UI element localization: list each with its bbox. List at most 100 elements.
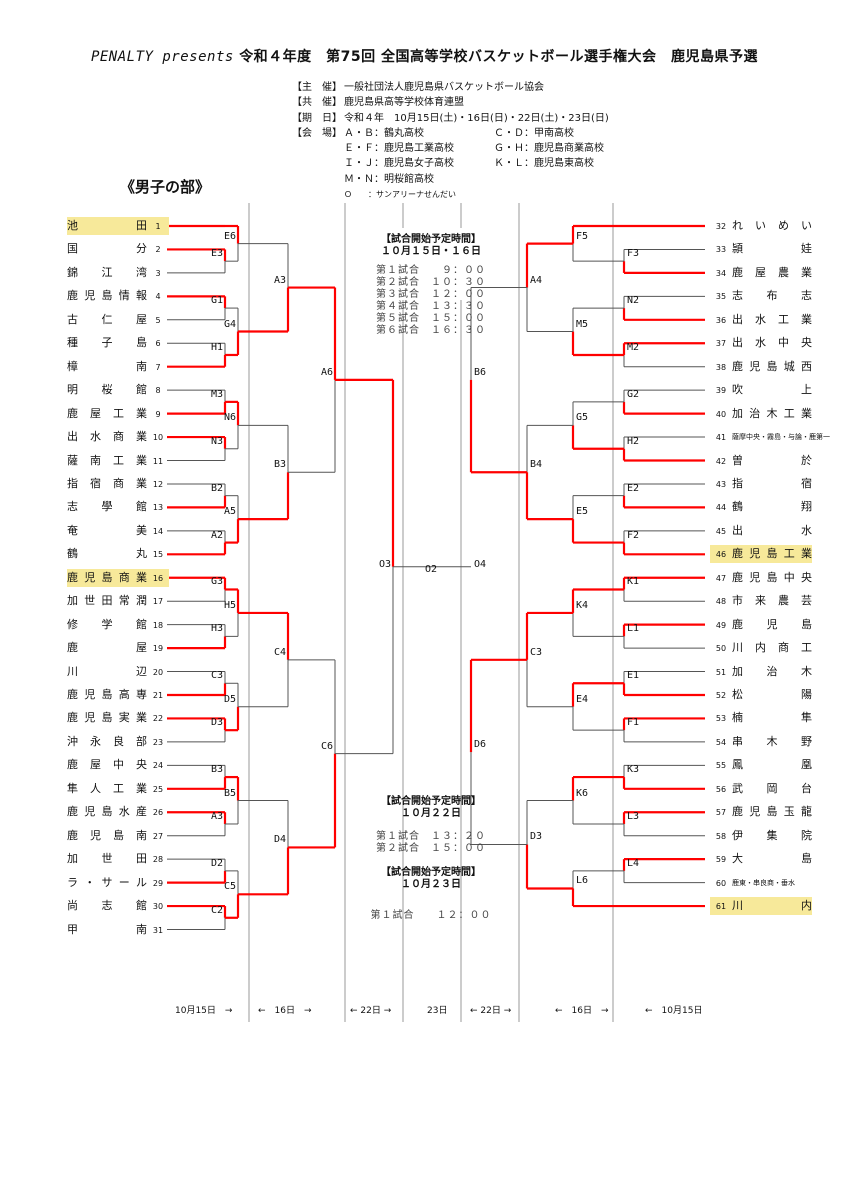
team-name: 樟南 — [67, 359, 147, 373]
match-code: M2 — [627, 341, 640, 353]
seed-number: 12 — [152, 479, 164, 489]
team-name: 錦江湾 — [67, 265, 147, 279]
seed-number: 21 — [152, 691, 164, 700]
seed-number: 46 — [715, 550, 727, 560]
date-range-label: ← 16日 → — [555, 1006, 609, 1016]
schedule-day1: 【試合開始予定時間】 １０月１５日・１６日 第１試合 ９：００ 第２試合 １０：… — [356, 234, 506, 337]
match-code: E2 — [627, 482, 640, 494]
team-name: 出水商業 — [67, 430, 147, 444]
match-code: D3 — [530, 831, 543, 843]
venue: Ｋ・Ｌ：鹿児島東高校 — [494, 158, 594, 170]
match-code: L1 — [627, 623, 640, 635]
game-time: 第２試合 １５：００ — [376, 843, 486, 854]
match-code: B3 — [210, 764, 223, 776]
match-code: A2 — [210, 529, 223, 541]
seed-number: 9 — [155, 409, 161, 419]
match-code: D4 — [273, 834, 286, 846]
seed-number: 33 — [715, 245, 727, 255]
seed-number: 19 — [152, 644, 164, 654]
schedule-date: １０月１５日・１６日 — [381, 245, 481, 257]
seed-number: 42 — [715, 456, 727, 466]
venue: Ｏ ：サンアリーナせんだい — [344, 190, 456, 200]
venue-label: 【会 場】 — [292, 127, 342, 139]
seed-number: 4 — [155, 292, 161, 302]
game-time: 第１試合 １３：２０ — [376, 831, 486, 842]
venue: Ｅ・Ｆ：鹿児島工業高校 — [344, 143, 454, 155]
seed-number: 13 — [152, 503, 164, 513]
date-range-label: 10月15日 → — [175, 1006, 233, 1016]
venue: Ａ・Ｂ：鶴丸高校 — [344, 127, 424, 139]
seed-number: 29 — [152, 878, 164, 888]
team-name: 志學館 — [67, 500, 147, 514]
team-name: 鶴翔 — [732, 500, 812, 514]
seed-number: 36 — [715, 315, 727, 325]
seed-number: 44 — [715, 503, 727, 513]
match-code: C4 — [273, 646, 286, 658]
team-name: 国分 — [67, 242, 147, 256]
match-code: K1 — [627, 576, 640, 588]
team-name: 鹿児島工業 — [732, 547, 812, 561]
seed-number: 1 — [155, 222, 161, 231]
team-entry: 60 鹿東・串良商・垂水 — [710, 874, 812, 892]
match-code: N6 — [223, 412, 236, 424]
team-name: 隼人工業 — [67, 781, 147, 795]
team-name: 鹿屋中央 — [67, 758, 147, 772]
team-name: 池田 — [67, 219, 147, 232]
team-entry: 44 鶴翔 — [710, 498, 812, 516]
tournament-title: 令和４年度 第75回 全国高等学校バスケットボール選手権大会 鹿児島県予選 — [239, 49, 759, 65]
match-code: L4 — [627, 857, 640, 869]
team-name: 鹿児島情報 — [67, 289, 147, 303]
match-code: H2 — [627, 435, 640, 447]
team-name: 鹿児島中央 — [732, 570, 812, 584]
seed-number: 37 — [715, 339, 727, 349]
game-time: 第４試合 １３：３０ — [376, 301, 486, 312]
seed-number: 39 — [715, 386, 727, 396]
seed-number: 60 — [715, 878, 727, 888]
team-name: 出水 — [732, 523, 812, 537]
team-name: 鹿児島高専 — [67, 688, 147, 701]
team-name: ラ・サール — [67, 875, 147, 889]
seed-number: 61 — [715, 902, 727, 912]
team-name: 鶴丸 — [67, 547, 147, 561]
match-code: D3 — [210, 717, 223, 729]
seed-number: 18 — [152, 620, 164, 630]
team-name: 沖永良部 — [67, 734, 147, 748]
game-time: 第１試合 １２：００ — [370, 910, 492, 921]
team-name: 鹿児島 — [732, 617, 812, 631]
game-time: 第３試合 １２：００ — [376, 289, 486, 300]
match-code: L6 — [576, 875, 589, 887]
seed-number: 45 — [715, 526, 727, 536]
team-name: 曽於 — [732, 453, 812, 467]
cosponsor: 鹿児島県高等学校体育連盟 — [344, 97, 464, 109]
seed-number: 43 — [715, 479, 727, 489]
team-name: 薩摩中央・霧島・与論・鹿第一 — [732, 433, 830, 442]
team-name: 武岡台 — [732, 781, 812, 795]
game-time: 第５試合 １５：００ — [376, 313, 486, 324]
seed-number: 59 — [715, 855, 727, 865]
team-entry: 42 曽於 — [710, 452, 812, 470]
venue: Ｉ・Ｊ：鹿児島女子高校 — [344, 158, 454, 170]
team-name: 鹿東・串良商・垂水 — [732, 878, 795, 887]
match-code: F2 — [627, 529, 640, 541]
organizer: 一般社団法人鹿児島県バスケットボール協会 — [344, 82, 544, 93]
match-code: C6 — [320, 740, 333, 752]
team-name: 指宿 — [732, 476, 812, 490]
seed-number: 54 — [715, 737, 727, 747]
schedule-date: １０月２３日 — [401, 878, 461, 890]
team-entry: ラ・サール 29 — [67, 874, 169, 892]
